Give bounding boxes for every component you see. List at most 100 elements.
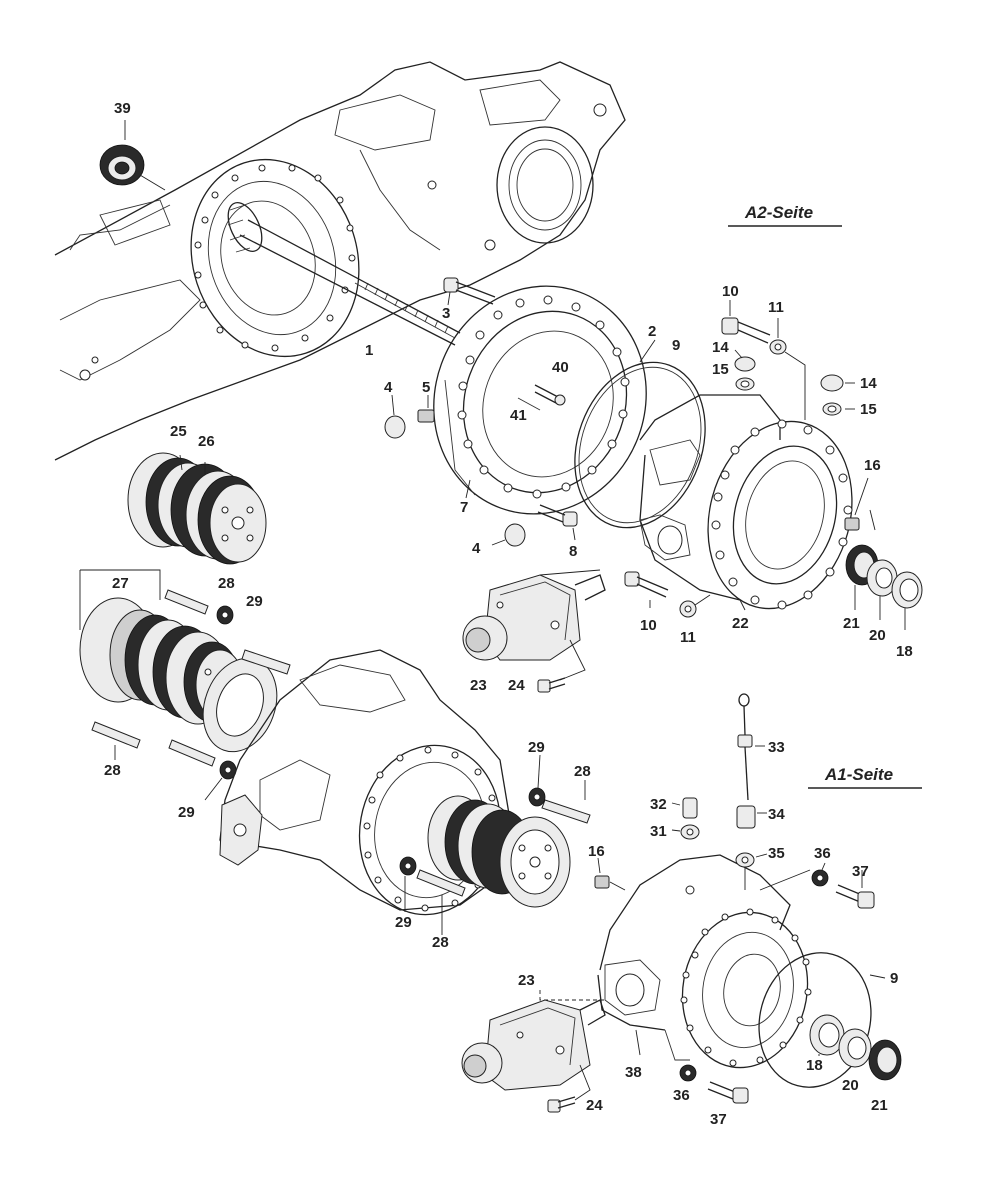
callout-21-top: 21 bbox=[843, 615, 860, 632]
callout-1: 1 bbox=[365, 342, 373, 359]
callout-18-bottom: 18 bbox=[806, 1057, 823, 1074]
plug-4-bottom bbox=[491, 523, 526, 547]
leader-16 bbox=[869, 509, 876, 531]
disc-pack-center bbox=[427, 795, 571, 908]
leader-7 bbox=[465, 479, 471, 499]
ring-18-top bbox=[891, 571, 923, 630]
washer-35 bbox=[735, 852, 768, 890]
bolt-24-bottom bbox=[547, 1096, 576, 1113]
callout-20-bottom: 20 bbox=[842, 1077, 859, 1094]
callout-9-bottom: 9 bbox=[890, 970, 898, 987]
pin-28-c bbox=[91, 721, 141, 760]
callout-8: 8 bbox=[569, 543, 577, 560]
pin-28-d bbox=[168, 739, 216, 767]
ring-21-bottom bbox=[868, 1039, 902, 1081]
fitting-34 bbox=[736, 805, 767, 829]
callout-36-bottom: 36 bbox=[673, 1087, 690, 1104]
hydraulic-motor-23-top bbox=[462, 569, 606, 681]
drive-shaft bbox=[227, 202, 461, 346]
disc-pack-25-26 bbox=[127, 452, 267, 565]
callout-32: 32 bbox=[650, 796, 667, 813]
plug-14-b bbox=[820, 374, 855, 392]
callout-11-bottom: 11 bbox=[680, 629, 696, 646]
callout-23-bottom: 23 bbox=[518, 972, 535, 989]
callout-3: 3 bbox=[442, 305, 450, 322]
pin-28-f bbox=[416, 869, 466, 935]
separator-plate bbox=[202, 657, 278, 753]
callout-24-top: 24 bbox=[508, 677, 525, 694]
washer-36-top bbox=[759, 862, 829, 891]
side-label-a1: A1-Seite bbox=[824, 765, 893, 784]
callout-28-b: 28 bbox=[104, 762, 121, 779]
bolt-37-top bbox=[835, 870, 875, 909]
callout-16-middle: 16 bbox=[588, 843, 605, 860]
plug-16-middle bbox=[594, 857, 626, 891]
callout-10-top: 10 bbox=[722, 283, 739, 300]
callout-4-top: 4 bbox=[384, 379, 393, 396]
callout-27: 27 bbox=[112, 575, 129, 592]
callout-28-a: 28 bbox=[218, 575, 235, 592]
callout-40: 40 bbox=[552, 359, 569, 376]
bolt-10-bottom bbox=[624, 571, 669, 608]
callout-14-a: 14 bbox=[712, 339, 729, 356]
callout-29-d: 29 bbox=[395, 914, 412, 931]
ring-gear-7 bbox=[433, 285, 647, 515]
callout-33: 33 bbox=[768, 739, 785, 756]
pin-28-e bbox=[541, 780, 591, 824]
washer-29-a bbox=[216, 605, 234, 625]
bolt-10-top bbox=[721, 300, 771, 344]
callout-14-b: 14 bbox=[860, 375, 877, 392]
washer-31 bbox=[671, 824, 700, 840]
o-ring-2 bbox=[574, 339, 706, 529]
callout-29-b: 29 bbox=[178, 804, 195, 821]
side-heading-a2: A2-Seite bbox=[728, 203, 842, 227]
washer-29-d bbox=[399, 856, 417, 912]
callout-29-a: 29 bbox=[246, 593, 263, 610]
callout-10-bottom: 10 bbox=[640, 617, 657, 634]
side-label-a2: A2-Seite bbox=[744, 203, 813, 222]
side-heading-a1: A1-Seite bbox=[808, 765, 922, 789]
callout-11-top: 11 bbox=[768, 299, 784, 316]
callout-37-bottom: 37 bbox=[710, 1111, 727, 1128]
callout-numbers: 39 3 1 10 11 2 9 14 15 14 15 40 41 4 5 2… bbox=[104, 100, 913, 1128]
pin-28-b bbox=[241, 649, 291, 675]
plug-4-top bbox=[384, 394, 406, 439]
pin-40-41 bbox=[517, 384, 566, 411]
callout-16-top: 16 bbox=[864, 457, 881, 474]
washer-29-c bbox=[528, 754, 546, 807]
callout-4-bottom: 4 bbox=[472, 540, 481, 557]
callout-15-a: 15 bbox=[712, 361, 729, 378]
hub-housing-22 bbox=[639, 394, 853, 611]
callout-29-c: 29 bbox=[528, 739, 545, 756]
callout-9-top: 9 bbox=[672, 337, 680, 354]
callout-28-c: 28 bbox=[574, 763, 591, 780]
callout-24-bottom: 24 bbox=[586, 1097, 603, 1114]
callout-37-top: 37 bbox=[852, 863, 869, 880]
callout-41: 41 bbox=[510, 407, 527, 424]
bolt-37-bottom bbox=[707, 1081, 749, 1104]
washer-15-b bbox=[822, 402, 855, 416]
o-ring-9-bottom bbox=[758, 952, 886, 1088]
bolt-8 bbox=[537, 504, 578, 541]
callout-28-d: 28 bbox=[432, 934, 449, 951]
callout-22: 22 bbox=[732, 615, 749, 632]
dipstick-33 bbox=[737, 693, 765, 801]
ring-20-top bbox=[866, 559, 898, 620]
plug-16-top bbox=[844, 477, 869, 531]
callout-23-top: 23 bbox=[470, 677, 487, 694]
callout-31: 31 bbox=[650, 823, 667, 840]
callout-36-top: 36 bbox=[814, 845, 831, 862]
washer-15-a bbox=[735, 377, 755, 391]
pin-28-a bbox=[164, 589, 209, 615]
callout-7: 7 bbox=[460, 499, 468, 516]
hub-housing-38 bbox=[597, 854, 812, 1069]
callout-39: 39 bbox=[114, 100, 131, 117]
hydraulic-motor-23-bottom bbox=[461, 990, 606, 1101]
disc-pack-27 bbox=[79, 569, 245, 725]
washer-29-b bbox=[204, 760, 237, 801]
bolt-24-top bbox=[537, 677, 566, 693]
callout-35: 35 bbox=[768, 845, 785, 862]
washer-11-bottom bbox=[679, 594, 711, 618]
callout-38: 38 bbox=[625, 1064, 642, 1081]
